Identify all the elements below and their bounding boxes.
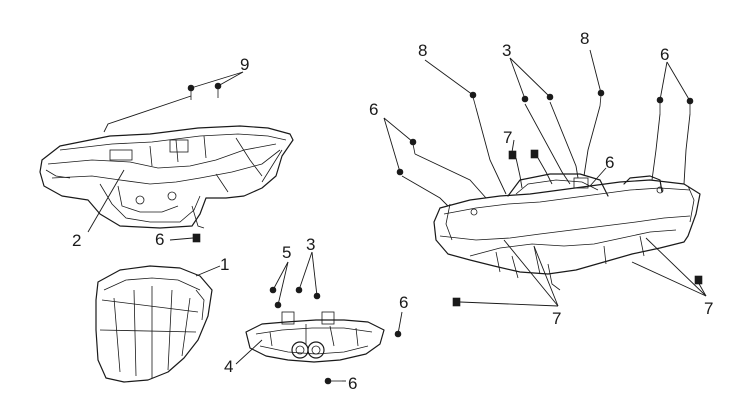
- callout-6-bracket: 5: [282, 243, 291, 262]
- callout-7-upper: 7: [503, 128, 512, 147]
- callout-5: 4: [224, 357, 233, 376]
- callout-8-left: 8: [418, 41, 427, 60]
- callout-3-top: 3: [502, 41, 511, 60]
- headlight-bracket: [245, 311, 385, 363]
- callout-4: 6: [605, 153, 614, 172]
- callout-6-left-cover: 6: [369, 100, 378, 119]
- leader-lines: [87, 49, 707, 382]
- callout-labels: 9 2 6 1 5 3 4 6 6 8 3 8 6 6 7 6 7 7: [72, 29, 713, 393]
- callout-7-bottom: 7: [552, 309, 561, 328]
- callout-6-right-bracket: 6: [399, 293, 408, 312]
- callout-7-right: 7: [704, 299, 713, 318]
- handlebar-cover-lower: [433, 173, 701, 291]
- callout-7-left: 6: [155, 230, 164, 249]
- handlebar-cover-upper: [39, 125, 294, 229]
- callout-3-bracket: 3: [306, 235, 315, 254]
- callout-2: 2: [72, 231, 81, 250]
- callout-1: 1: [220, 255, 229, 274]
- callout-6-bottom: 6: [348, 374, 357, 393]
- callout-6-top-right: 6: [660, 45, 669, 64]
- front-panel: [95, 265, 213, 383]
- callout-9: 9: [240, 55, 249, 74]
- callout-8-right: 8: [580, 29, 589, 48]
